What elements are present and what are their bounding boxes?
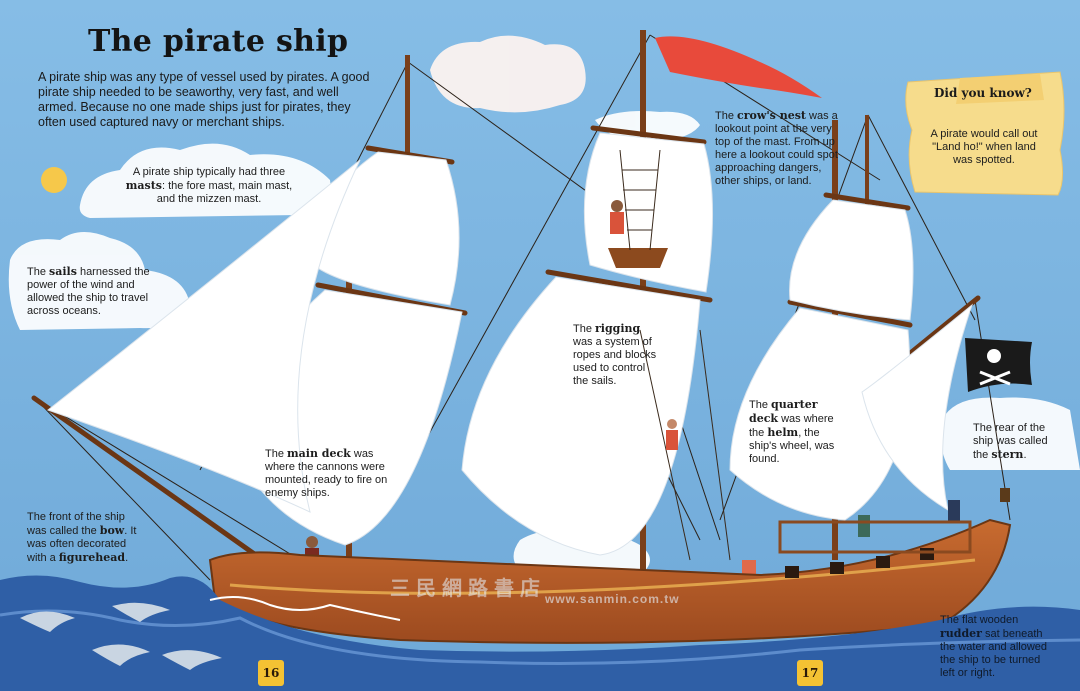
hull-trim: [229, 558, 976, 595]
watermark-url: www.sanmin.com.tw: [545, 592, 680, 606]
did-you-know-parchment: [905, 71, 1065, 196]
sun: [41, 167, 67, 193]
did-you-know-title: Did you know?: [934, 86, 1032, 100]
did-you-know-banner: [956, 74, 1044, 104]
ratlines: [619, 149, 731, 561]
crossbones-icon: [979, 370, 1011, 386]
callout-main-deck: The main deck was where the cannons were…: [265, 447, 388, 499]
callout-rudder: The flat wooden rudder sat beneath the w…: [940, 614, 1048, 679]
page-number-left: 16: [258, 660, 284, 686]
callout-bow: The front of the ship was called the bow…: [27, 511, 137, 564]
callout-masts: A pirate ship typically had three masts:…: [125, 166, 293, 205]
page-number-right: 17: [797, 660, 823, 686]
quarter-deck-railing: [778, 520, 972, 554]
stern-lantern: [1000, 488, 1010, 502]
callout-quarter-deck: The quarter deck was where the helm, the…: [749, 398, 835, 465]
page-title: The pirate ship: [88, 24, 349, 59]
foam: [209, 595, 401, 621]
intro-paragraph: A pirate ship was any type of vessel use…: [38, 70, 370, 129]
red-pennant-flag: [655, 36, 822, 98]
sails: [46, 132, 974, 556]
dolphins: [20, 602, 222, 670]
skull-icon: [987, 349, 1001, 363]
crows-nest-basket: [608, 248, 668, 268]
callout-sails: The sails harnessed the power of the win…: [27, 265, 150, 317]
watermark-logo-text: 三民網路書店: [390, 578, 546, 600]
jolly-roger-flag: [965, 338, 1032, 392]
callout-stern: The rear of the ship was called the ster…: [973, 422, 1048, 461]
callout-rigging: The rigging was a system of ropes and bl…: [573, 322, 657, 387]
sea-wave: [0, 609, 1080, 665]
callout-crows-nest: The crow's nest was a lookout point at t…: [715, 109, 838, 187]
did-you-know-text: A pirate would call out "Land ho!" when …: [930, 128, 1038, 166]
